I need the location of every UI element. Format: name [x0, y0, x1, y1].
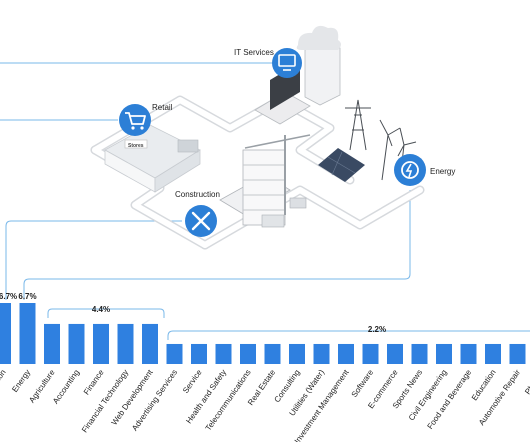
store-building: Stores	[104, 124, 201, 193]
x-tick-label-pharmaceuticals: Pharma	[523, 368, 530, 397]
bar-service	[191, 343, 207, 364]
value-label-3: 2.2%	[368, 325, 386, 334]
x-tick-label-financial-technology: Financial Technology	[80, 368, 130, 434]
bar-software	[362, 343, 379, 364]
value-label-0: 6.7%	[0, 292, 17, 301]
value-label-2: 4.4%	[92, 305, 110, 314]
connector-lines	[0, 62, 530, 340]
x-tick-label-finance: Finance	[82, 368, 106, 397]
bar-investment-management	[338, 343, 354, 364]
sector-label-construction: Construction	[175, 190, 220, 199]
bar-finance	[93, 323, 109, 364]
x-tick-label-advertising-services: Advertising Services	[130, 368, 179, 433]
store-sign	[124, 139, 148, 149]
x-tick-label-telecommunications: Telecommunications	[204, 368, 253, 433]
bar-construction	[0, 303, 11, 364]
sector-label-energy: Energy	[430, 167, 455, 176]
badge-it-services: IT Services	[234, 48, 302, 78]
bars-group	[0, 303, 526, 364]
x-tick-label-construction: tion	[0, 368, 8, 384]
bar-real-estate	[264, 343, 281, 364]
store-sign-text: Stores	[128, 143, 144, 149]
sector-label-retail: Retail	[152, 103, 173, 112]
x-tick-label-energy: Energy	[10, 368, 32, 394]
bar-food-and-beverage	[460, 343, 477, 364]
bar-utilities-water	[313, 343, 330, 364]
badge-retail: Retail	[119, 103, 173, 136]
bar-financial-technology	[117, 323, 134, 364]
bar-sports-news	[411, 343, 428, 364]
shopping-cart-icon	[125, 112, 146, 125]
x-tick-label-food-and-beverage: Food and Beverage	[425, 368, 473, 431]
bar-automotive-repair	[509, 343, 526, 364]
bar-energy	[19, 303, 36, 364]
value-label-1: 6.7%	[18, 292, 36, 301]
construction-tower	[219, 134, 311, 228]
bar-telecommunications	[240, 343, 256, 364]
bar-agriculture	[44, 323, 60, 364]
badge-construction: Construction	[175, 190, 220, 237]
bar-consulting	[289, 343, 305, 364]
bar-accounting	[68, 323, 85, 364]
laptop-server	[254, 25, 341, 125]
computer-icon	[278, 54, 296, 67]
x-tick-label-service: Service	[181, 368, 204, 395]
bar-health-and-safety	[215, 343, 232, 364]
bar-education	[485, 343, 501, 364]
badge-energy: Energy	[394, 154, 455, 186]
bar-e-commerce	[387, 343, 403, 364]
bar-civil-engineering	[436, 343, 452, 364]
value-labels: 6.7%6.7% 4.4% 2.2%	[0, 292, 386, 334]
bar-web-development	[142, 323, 158, 364]
sector-label-it: IT Services	[234, 48, 274, 57]
solar-panel	[318, 148, 365, 182]
bar-advertising-services	[166, 343, 183, 364]
x-tick-label-software: Software	[350, 368, 376, 399]
power-icon	[401, 161, 419, 179]
tools-icon	[191, 211, 211, 231]
